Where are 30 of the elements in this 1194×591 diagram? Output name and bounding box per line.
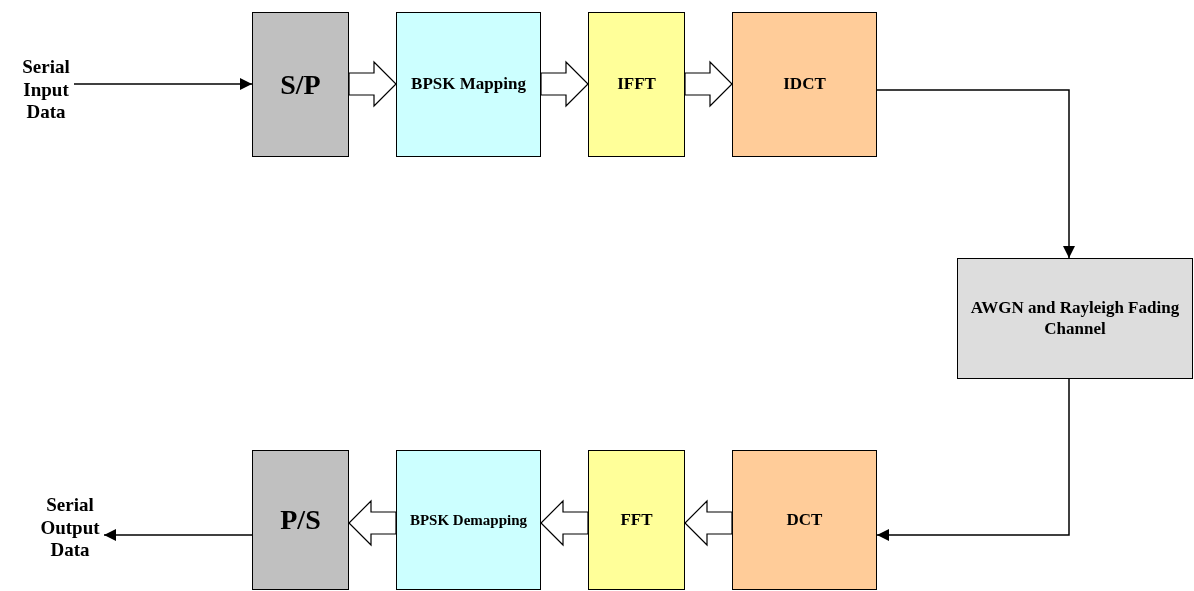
process-box: [588, 450, 685, 590]
block-label: BPSK Mapping: [411, 74, 526, 95]
process-box: [588, 12, 685, 157]
arrow: [103, 529, 253, 541]
block-label: FFT: [620, 509, 653, 531]
arrow: [876, 89, 1075, 259]
block-label: AWGN and Rayleigh Fading Channel: [969, 298, 1181, 339]
block-label: IFFT: [617, 74, 656, 95]
process-box: [396, 450, 541, 590]
block-label: P/S: [280, 503, 321, 537]
block-arrow: [348, 499, 397, 547]
block-arrow: [540, 499, 589, 547]
block-arrow: [684, 60, 733, 108]
arrow: [73, 78, 253, 90]
block-label: IDCT: [783, 74, 826, 95]
block-label: S/P: [280, 67, 321, 102]
process-box: [252, 12, 349, 157]
process-box: [252, 450, 349, 590]
block-arrow: [684, 499, 733, 547]
process-box: [732, 450, 877, 590]
block-arrow: [348, 60, 397, 108]
arrow: [876, 378, 1070, 541]
block-label: BPSK Demapping: [409, 511, 528, 529]
block-arrow: [540, 60, 589, 108]
process-box: [957, 258, 1193, 379]
process-box: [396, 12, 541, 157]
process-box: [732, 12, 877, 157]
block-label: Serial Input Data: [21, 55, 71, 125]
block-label: DCT: [786, 509, 823, 531]
block-label: Serial Output Data: [39, 493, 101, 563]
